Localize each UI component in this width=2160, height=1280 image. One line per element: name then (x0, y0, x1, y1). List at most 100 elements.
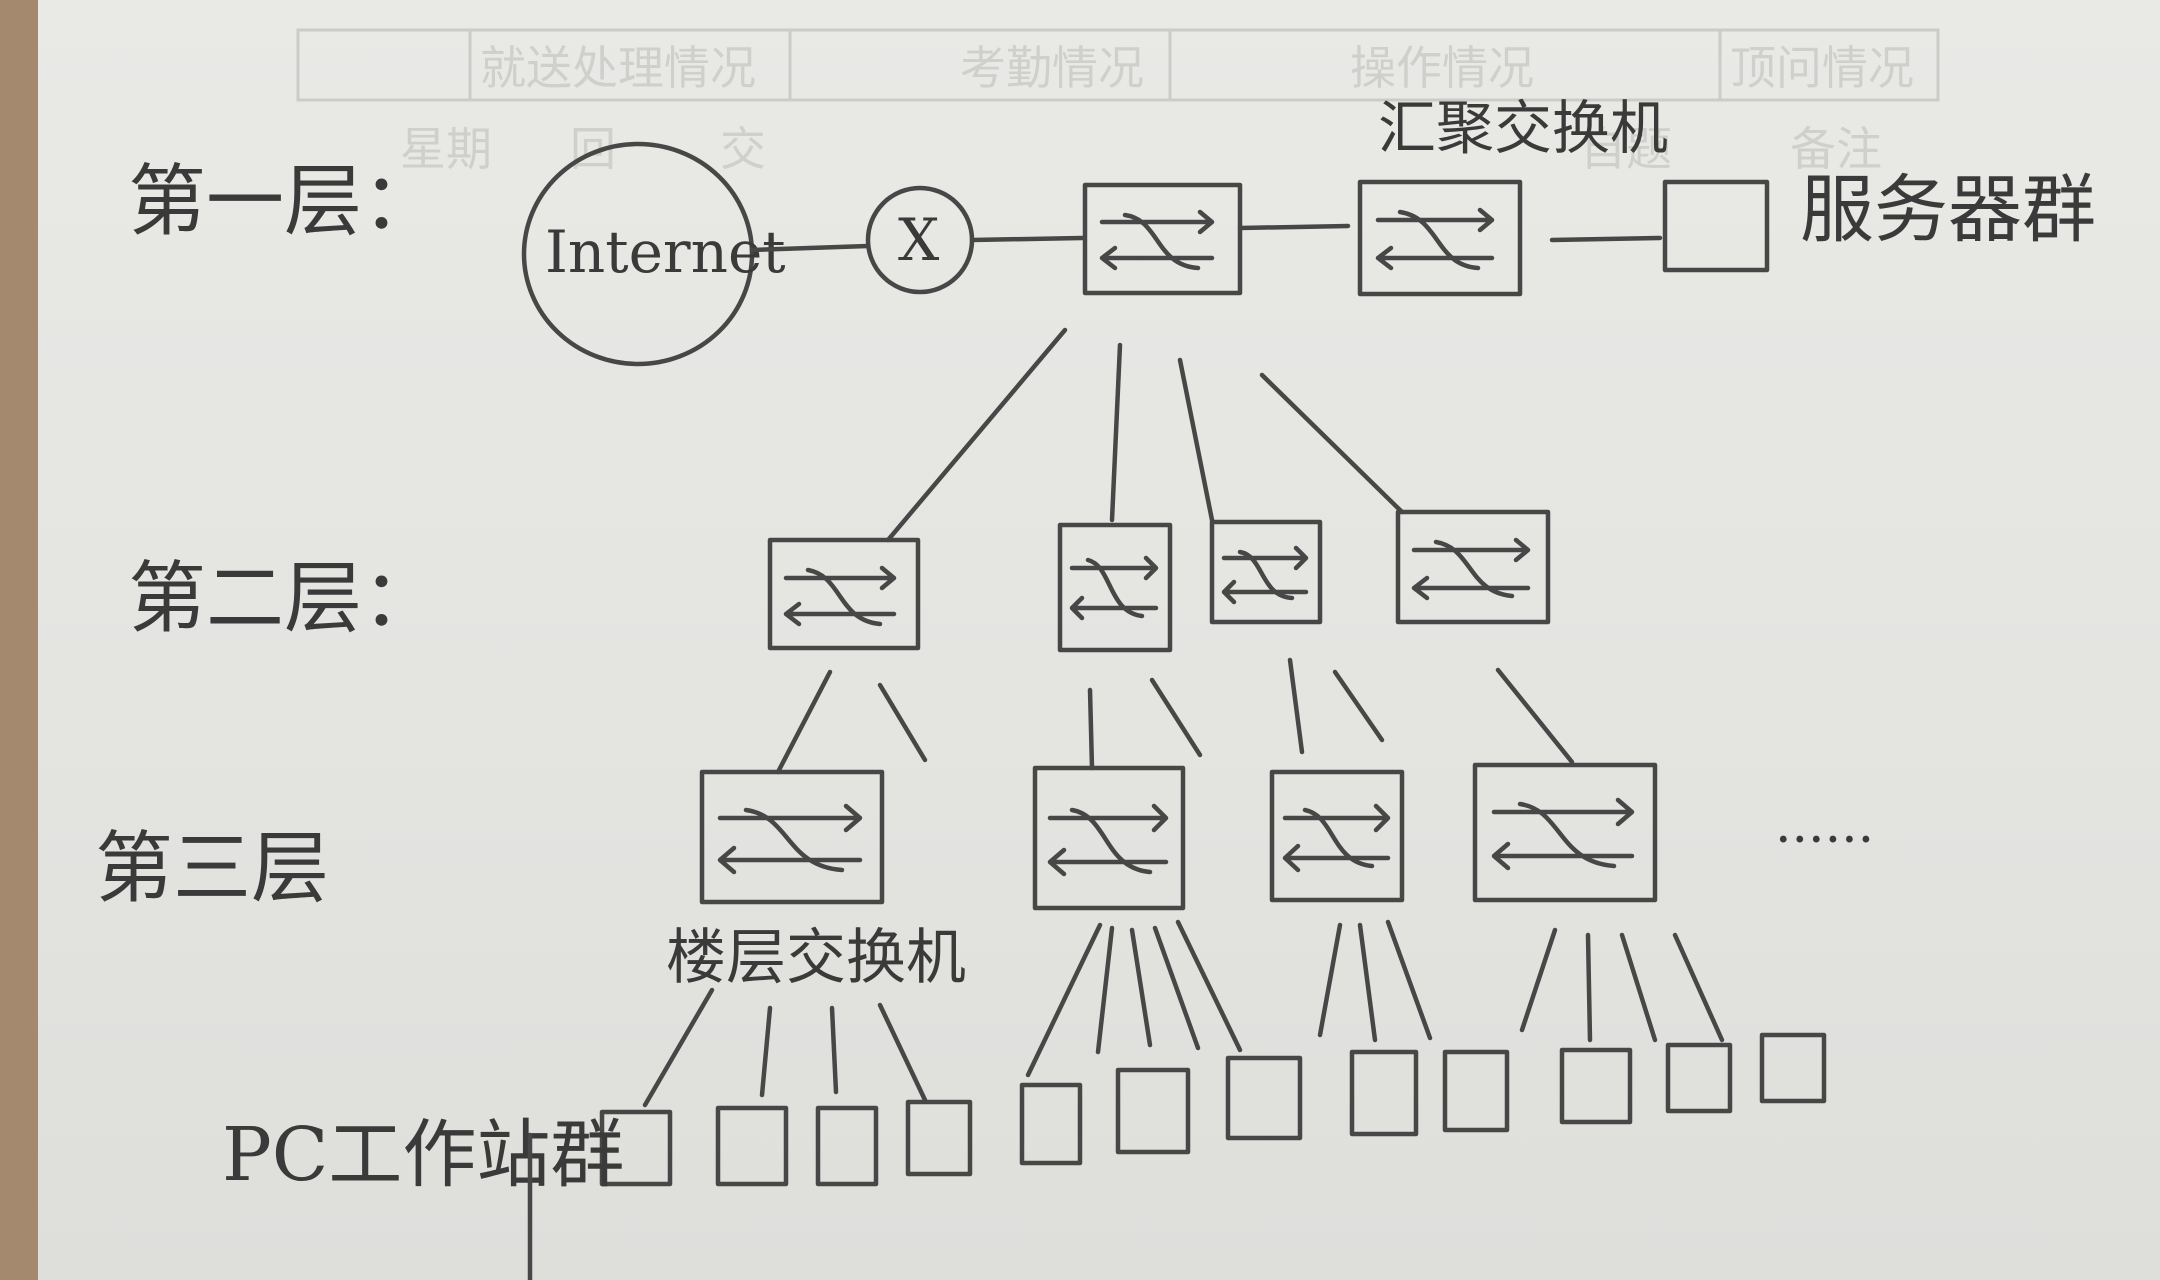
pc-icon (1759, 1032, 1827, 1104)
pc-icon (1225, 1055, 1303, 1141)
pc-icon (1349, 1049, 1419, 1137)
switch-box (1057, 522, 1173, 653)
ghost-text: 自题 (1580, 122, 1672, 176)
link (759, 1005, 773, 1098)
switch-layer2-1 (767, 537, 921, 651)
switch-layer3-2 (1032, 765, 1186, 911)
link-router-core (969, 235, 1085, 243)
link-internet-router (749, 243, 871, 253)
link (1175, 919, 1243, 1053)
link (1025, 922, 1103, 1078)
switch-arrows-icon (1099, 209, 1215, 271)
internet-cloud (521, 141, 755, 367)
floor-switch-label: 楼层交换机 (666, 923, 966, 993)
server-box-icon (1662, 179, 1770, 273)
switch-box (1082, 182, 1243, 296)
pc-icon (1442, 1049, 1510, 1133)
link (642, 987, 715, 1108)
links-core-to-layer2 (885, 327, 1405, 543)
link (1519, 927, 1558, 1033)
switch-arrows-icon (1047, 803, 1169, 877)
link (829, 1005, 839, 1095)
switch-arrows-icon (1069, 555, 1159, 621)
link (877, 1002, 928, 1103)
link (885, 327, 1068, 543)
link (1332, 669, 1385, 743)
link (877, 682, 928, 763)
link (1087, 687, 1095, 771)
pc-icon (1115, 1067, 1191, 1155)
switch-box (1357, 179, 1523, 297)
ghost-text: 就送处理情况 (480, 41, 756, 95)
switch-box (1269, 769, 1405, 903)
switch-arrows-icon (783, 565, 897, 627)
switch-arrows-icon (717, 803, 863, 875)
pc-workstations (599, 1032, 1827, 1187)
switch-box (699, 769, 885, 905)
switch-layer2-4 (1395, 509, 1551, 625)
switch-core (1082, 182, 1243, 296)
link (775, 669, 833, 775)
switch-box (767, 537, 921, 651)
link-core-aggregation (1237, 223, 1351, 231)
pc-icon (1019, 1082, 1083, 1166)
links-layer3-to-pcs (642, 919, 1725, 1108)
link (1152, 925, 1201, 1051)
link (1357, 922, 1378, 1043)
link (1129, 927, 1153, 1048)
switch-arrows-icon (1411, 537, 1531, 601)
ghost-text: 备注 (1790, 122, 1882, 176)
pc-icon (1665, 1042, 1733, 1114)
switch-layer3-3 (1269, 769, 1405, 903)
switch-aggregation (1357, 179, 1523, 297)
ghost-text: 考勤情况 (960, 41, 1144, 95)
link (1585, 932, 1593, 1043)
ghost-table-row (296, 28, 1940, 102)
ghost-text: 星期 (400, 122, 492, 176)
link (1177, 357, 1215, 523)
ghost-text: 顶问情况 (1730, 41, 1914, 95)
link (1619, 932, 1658, 1043)
ghost-text: 交 (720, 122, 766, 176)
link (1385, 919, 1433, 1041)
pc-icon (599, 1109, 673, 1187)
switch-box (1395, 509, 1551, 625)
link (1109, 342, 1123, 523)
ghost-text: 操作情况 (1350, 41, 1534, 95)
paper-sheet (38, 0, 2160, 1280)
aggregation-switch-label: 汇聚交换机 (1378, 94, 1668, 162)
links-layer2-to-layer3 (775, 657, 1575, 775)
internet-label: Internet (545, 218, 786, 286)
switch-layer2-3 (1209, 519, 1323, 625)
switch-arrows-icon (1221, 545, 1309, 605)
switch-box (1032, 765, 1186, 911)
layer-2-label: 第二层： (128, 554, 440, 644)
link-aggregation-server (1549, 235, 1663, 243)
pc-icon (815, 1105, 879, 1187)
background-print: 就送处理情况 考勤情况 操作情况 顶问情况 星期 回 交 自题 备注 (296, 28, 1940, 176)
switch-box (1209, 519, 1323, 625)
switch-box (1472, 762, 1658, 903)
link (1672, 932, 1725, 1043)
pc-icon (905, 1099, 973, 1177)
link (1287, 657, 1305, 755)
switch-layer3-4 (1472, 762, 1658, 903)
switch-arrows-icon (1375, 207, 1495, 271)
layer-3-label: 第三层 (95, 824, 329, 914)
switch-layer2-2 (1057, 522, 1173, 653)
router-symbol: X (898, 206, 940, 274)
pc-group-label: PC工作站群 (222, 1112, 624, 1198)
link (1259, 372, 1405, 515)
server-cluster-label: 服务器群 (1800, 167, 2096, 253)
ellipsis-label: ...... (1775, 795, 1874, 855)
layer-1-label: 第一层： (128, 157, 440, 247)
switch-layer3-1 (699, 769, 885, 905)
link (1149, 677, 1203, 758)
link (1495, 667, 1575, 765)
switch-arrows-icon (1491, 797, 1635, 871)
switch-arrows-icon (1282, 803, 1391, 873)
pc-icon (715, 1105, 789, 1187)
link (1317, 922, 1343, 1038)
link (1095, 925, 1115, 1055)
